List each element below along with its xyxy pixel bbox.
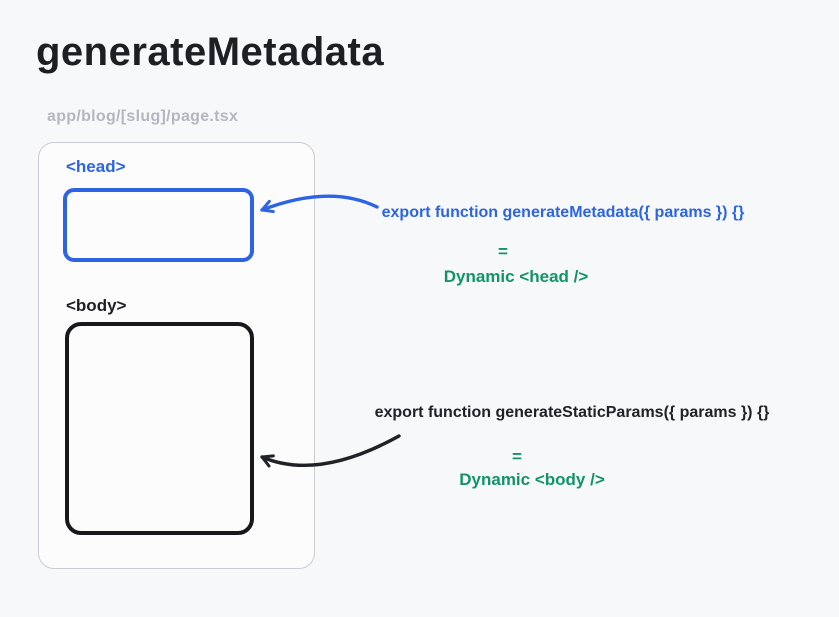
file-path-label: app/blog/[slug]/page.tsx <box>47 108 239 125</box>
generate-static-params-code: export function generateStaticParams({ p… <box>374 404 770 421</box>
body-tag-label: <body> <box>66 296 127 315</box>
generate-metadata-code: export function generateMetadata({ param… <box>381 204 745 221</box>
metadata-equals-sign: = <box>498 242 508 261</box>
static-params-equals-sign: = <box>512 447 522 466</box>
dynamic-body-label: Dynamic <body /> <box>459 470 605 489</box>
page-title: generateMetadata <box>36 30 385 74</box>
head-slot-box <box>63 188 254 262</box>
dynamic-head-label: Dynamic <head /> <box>443 267 589 286</box>
head-tag-label: <head> <box>66 157 126 176</box>
page-file-card: <head> <body> <box>38 142 315 569</box>
body-slot-box <box>65 322 254 535</box>
